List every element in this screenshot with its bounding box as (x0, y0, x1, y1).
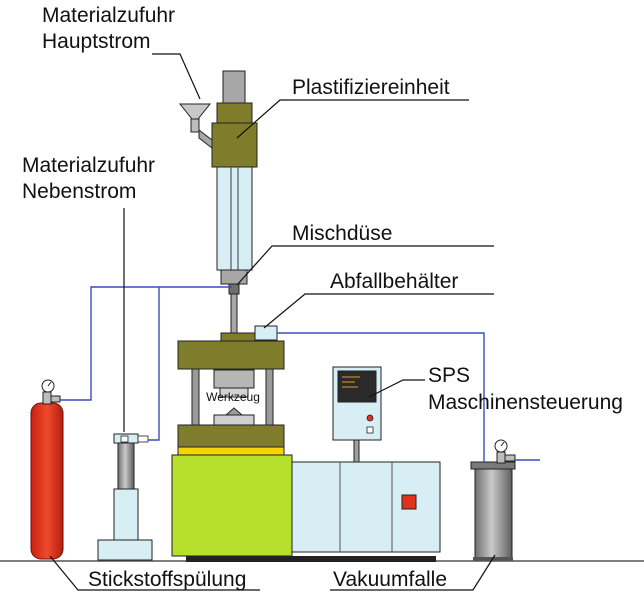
waste-container (254, 325, 278, 341)
label-plasticizing-unit: Plastifiziereinheit (292, 76, 450, 99)
label-plc-line2: Maschinensteuerung (428, 391, 623, 414)
label-tool: Werkzeug (206, 390, 260, 404)
plc-control-panel (332, 366, 382, 463)
label-vacuum-trap: Vakuumfalle (333, 568, 447, 591)
side-feed-unit (97, 433, 153, 561)
main-feed-hopper (178, 103, 213, 150)
plasticizing-unit (211, 70, 258, 337)
label-mixing-nozzle: Mischdüse (292, 222, 392, 245)
stop-button[interactable] (401, 494, 417, 510)
leader-lines (49, 53, 496, 591)
machine-base (171, 454, 441, 562)
piping (60, 286, 540, 462)
nitrogen-cylinder (30, 379, 64, 560)
label-feed-side-line1: Materialzufuhr (22, 154, 155, 177)
label-feed-main-line2: Hauptstrom (42, 30, 151, 53)
press-frame (177, 332, 285, 456)
label-waste-container: Abfallbehälter (330, 270, 458, 293)
label-feed-main-line1: Materialzufuhr (42, 4, 175, 27)
label-plc-line1: SPS (428, 364, 470, 387)
label-feed-side-line2: Nebenstrom (22, 180, 136, 203)
vacuum-trap (470, 439, 516, 561)
label-nitrogen-purge: Stickstoffspülung (88, 568, 246, 591)
